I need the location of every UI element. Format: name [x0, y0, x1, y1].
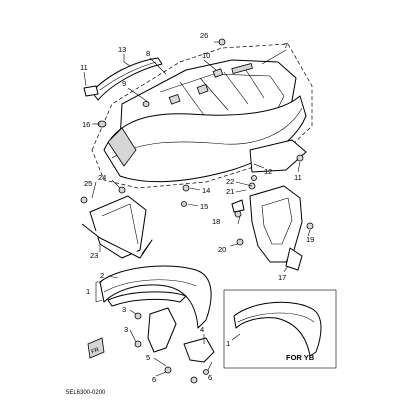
front-fender-trim	[107, 291, 187, 307]
nut	[118, 186, 126, 194]
tail-lamp-stay	[285, 247, 303, 271]
part-label-21: 21	[226, 187, 234, 196]
bolt	[203, 369, 209, 375]
part-label-11: 11	[80, 63, 88, 72]
mud-flap-detail	[101, 203, 139, 245]
rear-panel-plate	[231, 62, 253, 74]
part-label-2: 2	[100, 271, 104, 280]
rear-panel-plate	[212, 68, 224, 78]
part-label-23: 23	[90, 251, 98, 260]
fender-top-panel-ribs	[179, 69, 265, 119]
rear-panel-plate	[196, 83, 209, 95]
lamp-plate	[231, 199, 245, 213]
front-fender-edge	[103, 279, 197, 293]
part-label-1: 1	[86, 287, 90, 296]
front-fender-yb-edge	[237, 312, 315, 323]
tail-lamp-bracket-inner	[261, 197, 293, 245]
drawing-code: 5EL6300-0200	[66, 390, 106, 396]
part-label-10: 10	[202, 51, 210, 60]
bolt	[306, 222, 314, 230]
screw	[80, 196, 88, 204]
part-label-12: 12	[264, 167, 272, 176]
part-label-6: 6	[152, 375, 156, 384]
part-label-13: 13	[118, 45, 126, 54]
front-direction-text: FR	[91, 347, 101, 356]
part-label-26: 26	[200, 31, 208, 40]
variant-inset-label: FOR YB	[286, 353, 315, 362]
leader-lines	[83, 41, 311, 377]
rear-fender-skirt	[249, 139, 307, 173]
rear-panel-plate	[168, 93, 181, 105]
washer	[164, 366, 172, 374]
fender-stay	[183, 337, 215, 363]
bolt	[182, 184, 190, 192]
variant-inset-box	[223, 289, 337, 369]
part-label-8: 8	[146, 49, 150, 58]
bolt	[134, 312, 142, 320]
part-label-20: 20	[218, 245, 226, 254]
part-label-5: 5	[146, 353, 150, 362]
grommet	[142, 101, 150, 107]
part-label-11b: 11	[294, 173, 302, 182]
part-label-9: 9	[122, 79, 126, 88]
grab-bar	[91, 57, 163, 101]
front-direction-mark	[87, 337, 105, 359]
part-label-15: 15	[200, 202, 208, 211]
part-label-7: 7	[284, 41, 288, 50]
rear-fender-assembly-outline	[91, 43, 313, 189]
part-label-19: 19	[306, 235, 314, 244]
bolt	[296, 154, 304, 162]
bolt	[236, 238, 244, 246]
part-label-16: 16	[82, 120, 90, 129]
washer	[181, 201, 187, 207]
part-label-4: 4	[200, 325, 204, 334]
part-label-25: 25	[84, 179, 92, 188]
washer	[190, 376, 198, 384]
part-label-18: 18	[212, 217, 220, 226]
washer	[251, 175, 257, 181]
part-label-17: 17	[278, 273, 286, 282]
rear-fender-side-flap	[107, 127, 137, 167]
mud-flap-base	[81, 223, 153, 259]
front-fender	[99, 265, 212, 329]
fender-stay	[147, 307, 177, 353]
part-label-1b: 1	[226, 339, 230, 348]
part-label-3: 3	[122, 305, 126, 314]
bolt	[134, 340, 142, 348]
grab-bar-highlight	[99, 61, 157, 91]
part-label-22: 22	[226, 177, 234, 186]
part-label-6b: 6	[208, 373, 212, 382]
part-label-3b: 3	[124, 325, 128, 334]
grab-bar-bracket	[83, 85, 99, 97]
part-number-labels: 13 11 7 26 8 9 10 16 11 12 14 15 22 21 1…	[80, 31, 314, 384]
mud-flap	[89, 195, 147, 259]
front-fender-yb	[233, 301, 322, 357]
rear-fender-body-edge	[111, 107, 303, 159]
part-label-14: 14	[202, 186, 210, 195]
part-label-24: 24	[98, 173, 106, 182]
